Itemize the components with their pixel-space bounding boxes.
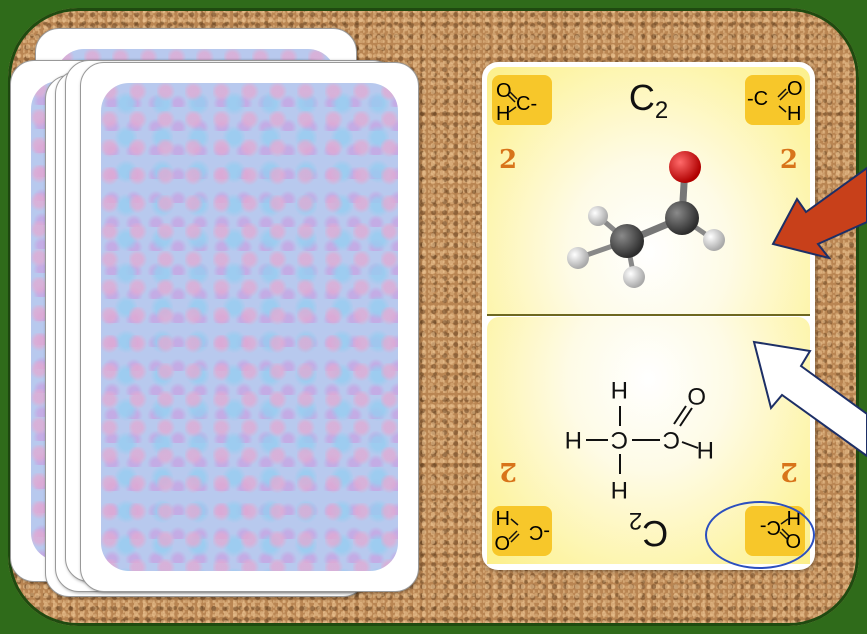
hydrogen-atom bbox=[588, 206, 608, 226]
structure-atom-c-methyl: C bbox=[611, 426, 628, 453]
structure-atom-h-bottom: H bbox=[611, 376, 628, 403]
draw-pile-top-card[interactable] bbox=[80, 62, 419, 592]
hydrogen-atom bbox=[567, 247, 589, 269]
ball-and-stick-molecule-icon bbox=[567, 151, 725, 288]
structure-atom-h-left: H bbox=[697, 436, 714, 463]
card-formula: C2 bbox=[628, 77, 669, 125]
card-value-right: 2 bbox=[779, 145, 798, 175]
oxygen-atom bbox=[669, 151, 701, 183]
badge-atom-o-right: O bbox=[494, 531, 510, 553]
corner-badge-aldehyde-right: -C O H bbox=[745, 75, 805, 125]
carbon-atom-methyl bbox=[610, 224, 644, 258]
card-back-pattern bbox=[101, 83, 398, 571]
card-value-left-inverted: 2 bbox=[779, 456, 798, 486]
badge-atom-h-right: H bbox=[496, 506, 510, 528]
card-top-half: O C- H C2 -C O H 2 bbox=[487, 67, 810, 314]
badge-atom-o-right: O bbox=[787, 78, 803, 100]
structural-formula-icon: H H H C C H O bbox=[565, 376, 714, 503]
badge-atom-c-right: -C bbox=[529, 521, 550, 543]
structure-atom-h-top: H bbox=[611, 476, 628, 503]
hydrogen-atom bbox=[703, 229, 725, 251]
carbon-atom-carbonyl bbox=[665, 201, 699, 235]
hydrogen-atom bbox=[623, 266, 645, 288]
card-value-right-inverted: 2 bbox=[499, 456, 518, 486]
card-divider bbox=[487, 314, 810, 316]
structure-atom-c-carbonyl: C bbox=[663, 426, 680, 453]
badge-atom-h: H bbox=[496, 103, 510, 125]
structure-atom-h-right: H bbox=[565, 426, 582, 453]
badge-atom-h-right: H bbox=[787, 103, 801, 125]
badge-atom-o: O bbox=[496, 80, 512, 102]
corner-badge-aldehyde-right-inverted: -C O H bbox=[492, 506, 552, 556]
badge-atom-c-right: -C bbox=[747, 88, 768, 110]
face-up-card[interactable]: O C- H C2 -C O H 2 bbox=[482, 62, 815, 570]
badge-atom-c: C- bbox=[516, 93, 537, 115]
highlight-circle-icon bbox=[705, 501, 815, 569]
structure-atom-o: O bbox=[687, 382, 706, 409]
corner-badge-aldehyde-left: O C- H bbox=[492, 75, 552, 125]
card-value-left: 2 bbox=[499, 145, 518, 175]
